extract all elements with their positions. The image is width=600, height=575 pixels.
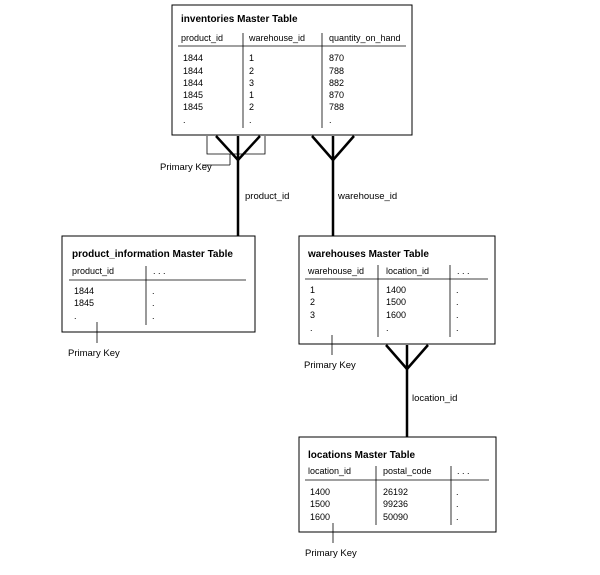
table-cell: 1 [310,285,315,295]
crow-foot-prong [215,135,239,161]
warehouses-primary-key: Primary Key [304,335,356,371]
table-cell: 1400 [386,285,406,295]
table-cell: 1600 [386,310,406,320]
table-cell: 1844 [74,286,94,296]
product-information-table: product_information Master Table product… [61,235,256,333]
crow-foot-prong [332,135,355,161]
table-cell: 1500 [386,297,406,307]
crow-foot-prong [237,135,261,161]
locations-table-frame [298,436,497,533]
table-cell: . [310,323,313,333]
warehouses-table-frame [298,235,496,345]
table-cell: . [386,323,389,333]
product-information-table-frame [61,235,256,333]
warehouses-col-warehouse-id: warehouse_id [307,266,364,276]
inventories-col-product-id: product_id [181,33,223,43]
table-cell: . [152,286,155,296]
table-cell: 3 [310,310,315,320]
relationship-location-id: location_id [385,344,457,437]
table-cell: 1 [249,53,254,63]
crow-foot-prong [311,135,334,161]
warehouses-col-location-id: location_id [386,266,429,276]
product-information-primary-key: Primary Key [68,322,120,359]
inventories-col-quantity-on-hand: quantity_on_hand [329,33,401,43]
table-cell: 2 [249,102,254,112]
table-cell: 788 [329,66,344,76]
table-cell: 870 [329,90,344,100]
inventories-primary-key: Primary Key [160,136,266,173]
table-cell: 1845 [183,90,203,100]
locations-col-more: . . . [457,466,470,476]
warehouses-table-title: warehouses Master Table [307,249,429,260]
table-cell: 1844 [183,53,203,63]
locations-col-location-id: location_id [308,466,351,476]
table-cell: . [456,297,459,307]
table-cell: 870 [329,53,344,63]
table-cell: . [456,499,459,509]
primary-key-label: Primary Key [305,548,357,559]
table-cell: . [456,285,459,295]
locations-primary-key: Primary Key [305,523,357,559]
primary-key-label: Primary Key [68,348,120,359]
table-cell: . [152,298,155,308]
table-cell: . [456,310,459,320]
table-cell: 1 [249,90,254,100]
table-cell: . [152,311,155,321]
table-cell: 99236 [383,499,408,509]
table-cell: . [456,323,459,333]
primary-key-label: Primary Key [160,162,212,173]
crow-foot-prong [406,344,429,370]
table-cell: 882 [329,78,344,88]
table-cell: . [329,115,332,125]
table-cell: . [456,512,459,522]
inventories-table-frame [171,4,413,136]
inventories-col-warehouse-id: warehouse_id [248,33,305,43]
table-cell: 1845 [74,298,94,308]
inventories-table: inventories Master Table product_id ware… [171,4,413,136]
table-cell: 50090 [383,512,408,522]
primary-key-bracket [206,136,266,155]
locations-table-title: locations Master Table [308,450,416,461]
table-cell: . [74,311,77,321]
product-information-col-product-id: product_id [72,266,114,276]
table-cell: 1600 [310,512,330,522]
relationship-label: product_id [245,191,289,202]
table-cell: 788 [329,102,344,112]
table-cell: 1400 [310,487,330,497]
primary-key-label: Primary Key [304,360,356,371]
table-cell: . [456,487,459,497]
relationship-product-id: product_id [215,135,289,236]
table-cell: 1500 [310,499,330,509]
table-cell: 1844 [183,78,203,88]
crow-foot-prong [385,344,408,370]
table-cell: 26192 [383,487,408,497]
product-information-table-title: product_information Master Table [72,249,233,260]
table-cell: 2 [249,66,254,76]
relationship-label: location_id [412,393,457,404]
warehouses-col-more: . . . [457,266,470,276]
table-cell: 2 [310,297,315,307]
relationship-label: warehouse_id [337,191,397,202]
table-cell: 1844 [183,66,203,76]
table-cell: . [249,115,252,125]
locations-table: locations Master Table location_id posta… [298,436,497,533]
relationship-warehouse-id: warehouse_id [311,135,397,236]
product-information-col-more: . . . [153,266,166,276]
locations-col-postal-code: postal_code [383,466,432,476]
table-cell: 3 [249,78,254,88]
warehouses-table: warehouses Master Table warehouse_id loc… [298,235,496,345]
table-cell: . [183,115,186,125]
inventories-table-title: inventories Master Table [181,14,298,25]
table-cell: 1845 [183,102,203,112]
